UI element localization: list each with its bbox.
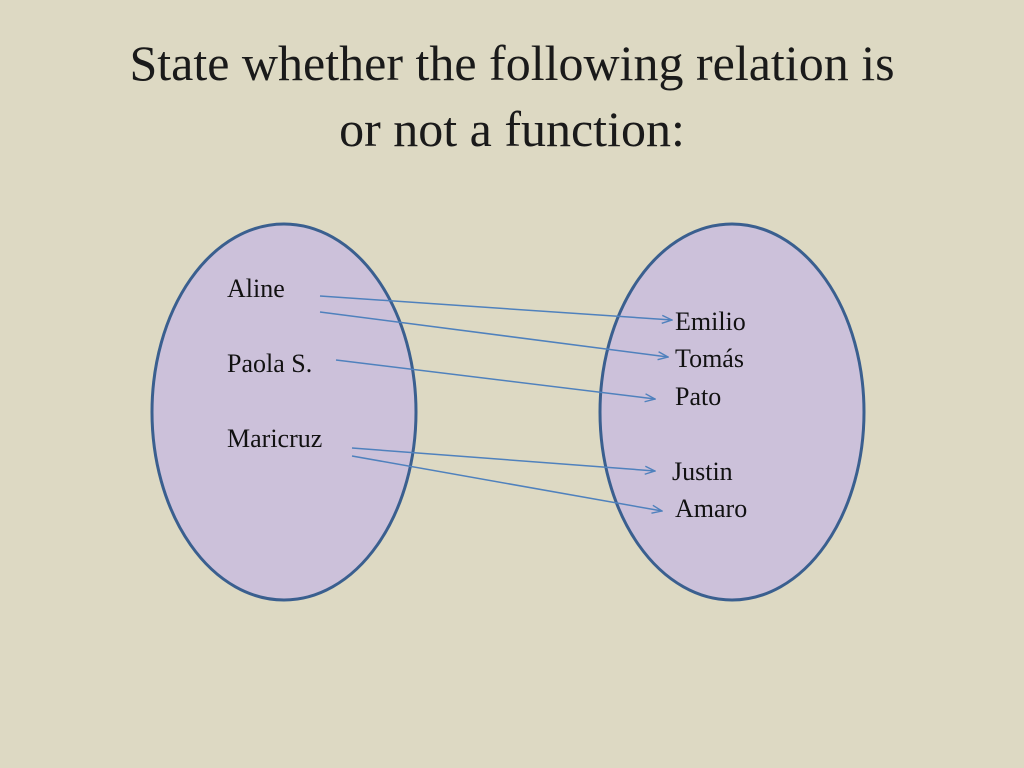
- domain-item-aline: Aline: [227, 274, 285, 303]
- title-line-2: or not a function:: [339, 101, 685, 157]
- range-item-pato: Pato: [675, 382, 721, 411]
- arrow-paola-pato: [335, 359, 655, 399]
- arrow-aline-tomas: [319, 311, 668, 357]
- arrow-maricruz-amaro: [351, 455, 662, 511]
- arrow-maricruz-justin: [351, 447, 655, 471]
- domain-item-maricruz: Maricruz: [227, 424, 322, 453]
- mapping-arrows: [319, 295, 672, 511]
- title-line-1: State whether the following relation is: [129, 35, 895, 91]
- slide-title: State whether the following relation is …: [0, 30, 1024, 162]
- arrow-aline-emilio: [319, 295, 672, 320]
- range-item-amaro: Amaro: [675, 494, 747, 523]
- range-item-justin: Justin: [672, 457, 733, 486]
- range-item-tomas: Tomás: [675, 344, 744, 373]
- domain-item-paola: Paola S.: [227, 349, 312, 378]
- range-ellipse: [598, 222, 866, 602]
- range-item-emilio: Emilio: [675, 307, 746, 336]
- domain-ellipse: [150, 222, 418, 602]
